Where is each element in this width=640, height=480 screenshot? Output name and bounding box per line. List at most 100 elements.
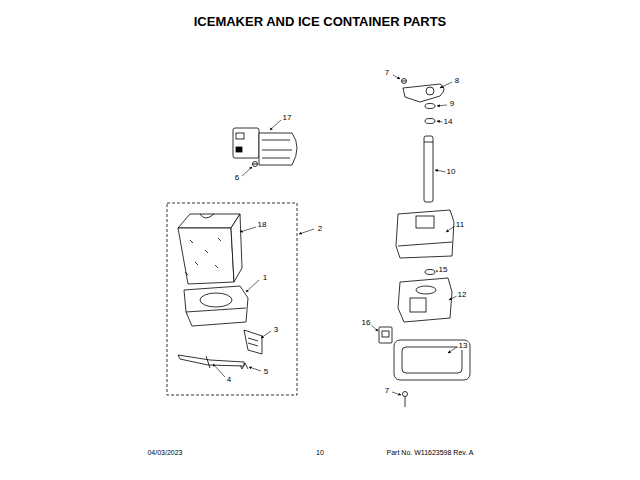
screw — [252, 164, 258, 165]
shaft — [424, 142, 433, 143]
leader-lines — [393, 75, 400, 79]
callout-number: 18 — [257, 221, 268, 229]
drive-motor — [416, 286, 436, 294]
auger-housing — [200, 293, 232, 307]
icemaker-assembly — [233, 128, 259, 158]
gear-housing — [396, 210, 454, 258]
screw — [402, 79, 407, 84]
screw — [253, 162, 258, 167]
auger-housing — [184, 286, 248, 326]
icemaker-assembly — [236, 147, 242, 152]
group-bracket — [167, 203, 297, 395]
leader-lines — [261, 331, 271, 338]
leader-lines — [213, 364, 225, 377]
leader-lines — [246, 280, 259, 292]
icemaker-assembly — [262, 150, 292, 151]
callout-number: 15 — [438, 266, 449, 274]
leader-lines — [213, 75, 457, 395]
gear-housing — [416, 216, 434, 228]
switch — [379, 327, 392, 343]
leader-lines — [446, 226, 455, 232]
auger — [178, 355, 244, 368]
bracket — [248, 343, 258, 346]
callout-number: 12 — [457, 291, 468, 299]
callout-number: 3 — [273, 326, 279, 334]
mounting-plate — [426, 87, 434, 95]
leader-lines — [392, 392, 401, 395]
callout-number: 14 — [443, 118, 454, 126]
leader-lines — [448, 347, 457, 353]
leader-lines — [440, 82, 452, 88]
drive-motor — [398, 278, 452, 322]
drive-motor — [398, 278, 452, 322]
icemaker-assembly — [236, 133, 244, 139]
auger — [206, 356, 210, 368]
auger-housing — [186, 308, 246, 312]
washer — [425, 104, 435, 109]
leader-lines — [240, 227, 256, 232]
bracket — [244, 330, 262, 354]
screw — [402, 79, 407, 84]
leader-lines — [437, 105, 447, 106]
callout-number: 2 — [317, 225, 323, 233]
switch — [379, 327, 392, 343]
callout-number: 16 — [361, 319, 372, 327]
leader-lines — [371, 325, 378, 331]
ice-bin — [178, 228, 234, 284]
footer-date: 04/03/2023 — [147, 449, 182, 456]
callout-number: 13 — [458, 342, 469, 350]
ice-bin — [231, 214, 242, 282]
washer — [425, 270, 435, 275]
callout-number: 6 — [234, 174, 240, 182]
ice-bin — [200, 214, 214, 218]
callout-number: 10 — [446, 168, 457, 176]
auger-housing — [184, 286, 248, 326]
bracket — [244, 330, 262, 354]
callout-number: 9 — [449, 100, 455, 108]
shaft — [424, 136, 433, 202]
mounting-plate — [403, 84, 444, 102]
icemaker-assembly — [233, 128, 297, 165]
screw — [252, 162, 258, 167]
part-number: Part No. W11623598 Rev. A — [387, 449, 474, 456]
icemaker-assembly — [262, 140, 290, 141]
screw — [402, 81, 406, 82]
drive-motor — [410, 298, 426, 312]
icemaker-assembly — [259, 133, 297, 165]
mounting-plate — [403, 84, 444, 102]
auger — [178, 355, 244, 366]
washer — [425, 119, 435, 124]
callout-number: 7 — [384, 387, 390, 395]
page-title: ICEMAKER AND ICE CONTAINER PARTS — [194, 15, 447, 28]
page-number: 10 — [316, 449, 324, 456]
callout-number: 11 — [455, 221, 465, 229]
leader-lines — [242, 167, 252, 176]
bracket — [248, 338, 258, 341]
leader-lines — [435, 170, 446, 172]
ice-bin — [178, 214, 240, 228]
callout-number: 8 — [454, 77, 460, 85]
gear-housing — [396, 210, 454, 258]
parts-illustration — [167, 79, 470, 408]
callout-number: 5 — [263, 368, 269, 376]
shaft — [424, 136, 433, 202]
screw — [403, 392, 408, 408]
leader-lines — [249, 367, 261, 371]
gasket — [402, 347, 462, 373]
switch — [382, 331, 389, 337]
ice-bin — [178, 214, 242, 284]
ice-bin — [185, 238, 221, 275]
gasket — [394, 340, 470, 380]
gear-housing — [398, 242, 452, 246]
icemaker-assembly — [262, 158, 290, 159]
callout-number: 17 — [282, 114, 293, 122]
leader-lines — [270, 120, 281, 130]
callout-number: 4 — [226, 376, 232, 384]
callout-number: 7 — [384, 69, 390, 77]
screw — [403, 392, 408, 397]
leader-lines — [299, 229, 314, 234]
gasket — [394, 340, 470, 380]
callout-number: 1 — [262, 274, 268, 282]
